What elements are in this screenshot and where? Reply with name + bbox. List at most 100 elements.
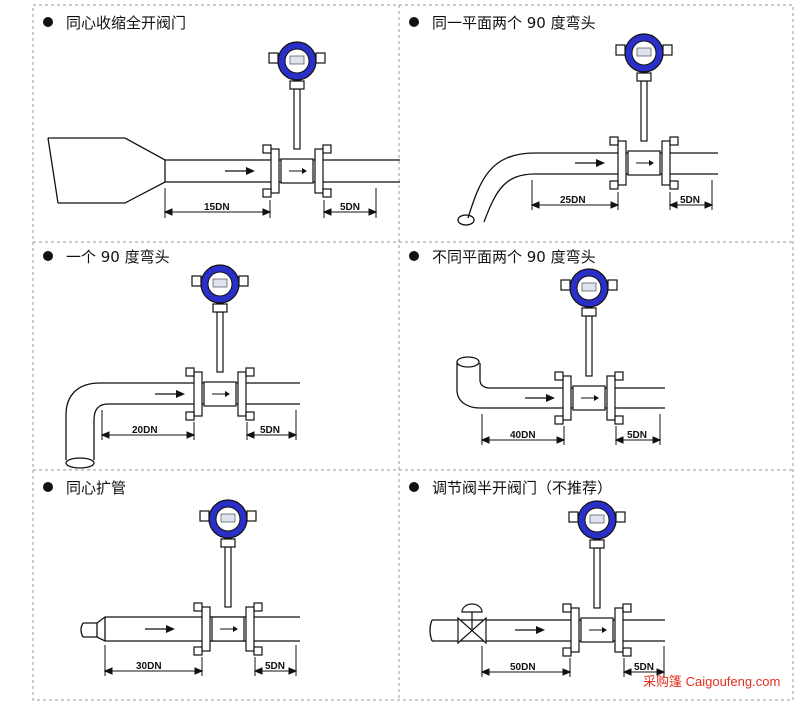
meter-neck	[581, 307, 597, 317]
dimension-lines	[100, 410, 298, 440]
bolt-icon	[562, 647, 572, 657]
flange-left	[270, 148, 280, 194]
panel-title: 同一平面两个 90 度弯头	[432, 14, 596, 32]
flange-right	[237, 371, 247, 417]
inner-flow-arrow-icon	[233, 626, 238, 632]
inner-flow-arrow-icon	[649, 160, 654, 166]
flange-right	[614, 607, 624, 653]
bolt-icon	[562, 603, 572, 613]
bolt-icon	[622, 603, 632, 613]
bolt-icon	[322, 144, 332, 154]
lcd-display	[220, 513, 236, 523]
bullet-icon	[43, 251, 53, 261]
pipe-drawing	[457, 152, 718, 226]
meter-stem	[216, 311, 224, 373]
inner-flow-arrow-icon	[302, 168, 307, 174]
bolt-icon	[193, 602, 203, 612]
bolt-icon	[185, 367, 195, 377]
bolt-icon	[185, 411, 195, 421]
bolt-icon	[193, 646, 203, 656]
lcd-display	[581, 282, 597, 292]
bullet-icon	[409, 482, 419, 492]
flowmeter	[145, 499, 263, 656]
upstream-length-label: 50DN	[510, 662, 536, 673]
flow-direction-arrow-icon	[596, 159, 605, 167]
bolt-icon	[253, 646, 263, 656]
downstream-length-label: 5DN	[680, 195, 700, 206]
panel-6: 调节阀半开阀门（不推荐） 50DN 5DN	[409, 479, 666, 677]
lcd-display	[212, 278, 228, 288]
upstream-length-label: 15DN	[204, 202, 230, 213]
bullet-icon	[409, 251, 419, 261]
cable-gland-right	[607, 279, 618, 291]
cable-gland-right	[615, 511, 626, 523]
bullet-icon	[43, 482, 53, 492]
flange-right	[314, 148, 324, 194]
cable-gland-right	[246, 510, 257, 522]
meter-stem	[293, 88, 301, 150]
dimension-lines	[163, 188, 378, 218]
downstream-length-label: 5DN	[634, 662, 654, 673]
cable-gland-left	[268, 52, 279, 64]
flange-left	[570, 607, 580, 653]
flowmeter	[155, 264, 255, 421]
bolt-icon	[554, 371, 564, 381]
dimension-lines	[480, 414, 662, 445]
flowmeter	[575, 33, 679, 190]
panel-title: 同心收缩全开阀门	[66, 14, 186, 32]
panel-2: 同一平面两个 90 度弯头 25DN 5DN	[409, 14, 718, 226]
flange-left	[201, 606, 211, 652]
panel-3: 一个 90 度弯头 20DN 5DN	[43, 248, 300, 469]
panel-5: 同心扩管 30DN 5DN	[43, 479, 300, 676]
flow-direction-arrow-icon	[536, 626, 545, 634]
dimension-lines	[480, 646, 666, 677]
meter-body	[211, 616, 245, 642]
meter-neck	[289, 80, 305, 90]
panel-title: 调节阀半开阀门（不推荐）	[432, 479, 612, 497]
cable-gland-right	[238, 275, 249, 287]
meter-neck	[636, 72, 652, 82]
pipe-drawing	[80, 616, 300, 642]
flow-direction-arrow-icon	[246, 167, 255, 175]
meter-stem	[593, 547, 601, 609]
downstream-length-label: 5DN	[340, 202, 360, 213]
panel-1: 同心收缩全开阀门 15DN 5DN	[43, 14, 400, 218]
flowmeter	[515, 500, 632, 657]
meter-stem	[640, 80, 648, 142]
bolt-icon	[622, 647, 632, 657]
cable-gland-left	[615, 44, 626, 56]
bolt-icon	[669, 136, 679, 146]
meter-neck	[220, 538, 236, 548]
bolt-icon	[609, 180, 619, 190]
pipe-drawing	[456, 356, 665, 409]
panel-title: 同心扩管	[66, 479, 126, 497]
bullet-icon	[43, 17, 53, 27]
cable-gland-right	[315, 52, 326, 64]
flow-direction-arrow-icon	[166, 625, 175, 633]
lcd-display	[289, 55, 305, 65]
pipe-drawing	[65, 382, 300, 469]
panel-grid	[32, 4, 794, 701]
cable-gland-left	[560, 279, 571, 291]
bolt-icon	[262, 144, 272, 154]
meter-stem	[585, 315, 593, 377]
upstream-length-label: 40DN	[510, 430, 536, 441]
downstream-length-label: 5DN	[260, 425, 280, 436]
meter-neck	[212, 303, 228, 313]
bolt-icon	[253, 602, 263, 612]
flowmeter	[525, 268, 624, 425]
flow-direction-arrow-icon	[546, 394, 555, 402]
panel-title: 一个 90 度弯头	[66, 248, 170, 266]
upstream-length-label: 20DN	[132, 425, 158, 436]
downstream-length-label: 5DN	[627, 430, 647, 441]
bolt-icon	[669, 180, 679, 190]
meter-neck	[589, 539, 605, 549]
flange-left	[617, 140, 627, 186]
flange-left	[562, 375, 572, 421]
bolt-icon	[262, 188, 272, 198]
inner-flow-arrow-icon	[602, 627, 607, 633]
meter-stem	[224, 546, 232, 608]
bolt-icon	[614, 415, 624, 425]
panel-title: 不同平面两个 90 度弯头	[432, 248, 596, 266]
